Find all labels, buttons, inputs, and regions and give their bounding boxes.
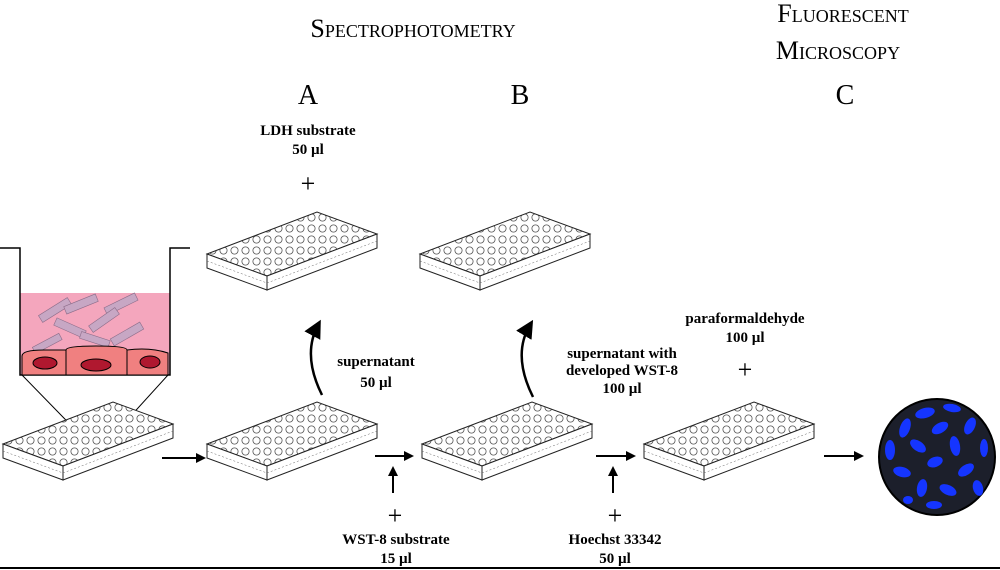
particle xyxy=(109,321,145,347)
particle xyxy=(88,307,120,333)
heading-microscopy: Microscopy xyxy=(776,36,900,65)
hoechst-name: Hoechst 33342 xyxy=(569,532,662,548)
nucleus xyxy=(885,440,895,460)
particle xyxy=(63,293,99,315)
nucleus xyxy=(943,403,961,413)
ldh-substrate-volume: 50 µl xyxy=(292,142,324,158)
culture-insert xyxy=(0,247,190,376)
fixation-plate xyxy=(643,401,815,481)
wst8-readout-plate xyxy=(419,211,591,291)
plus-sign-ldh: + xyxy=(301,169,316,198)
nucleus xyxy=(916,479,928,497)
nucleus xyxy=(972,480,984,496)
supernatant-name: supernatant xyxy=(337,354,415,370)
ldh-substrate-name: LDH substrate xyxy=(260,123,356,139)
curved-arrow-supernatant xyxy=(304,319,324,396)
particle xyxy=(79,331,111,348)
nucleus xyxy=(893,466,911,478)
plus-sign-hoechst: + xyxy=(608,501,623,530)
hoechst-volume: 50 µl xyxy=(599,551,631,567)
particle xyxy=(38,297,72,323)
paraformaldehyde-name: paraformaldehyde xyxy=(685,311,805,327)
column-label-c: C xyxy=(836,80,855,111)
wst8-substrate-name: WST-8 substrate xyxy=(342,532,450,548)
hoechst-plate xyxy=(421,401,593,481)
nucleus xyxy=(903,496,913,504)
stained-nuclei xyxy=(885,403,988,509)
curved-arrow-supernatant-wst8 xyxy=(516,319,535,398)
plus-sign-paraformaldehyde: + xyxy=(738,355,753,384)
supernatant-wst8-line2: developed WST-8 xyxy=(566,363,678,379)
microscopy-dish xyxy=(878,398,996,516)
nucleus xyxy=(980,439,988,457)
nucleus xyxy=(964,417,976,435)
nucleus xyxy=(931,421,949,435)
supernatant-wst8-volume: 100 µl xyxy=(602,381,641,397)
wst8-substrate-volume: 15 µl xyxy=(380,551,412,567)
supernatant-wst8-line1: supernatant with xyxy=(567,346,677,362)
heading-fluorescent: Fluorescent xyxy=(777,0,908,28)
plus-sign-wst8: + xyxy=(388,501,403,530)
nucleus xyxy=(949,436,961,456)
nucleus xyxy=(899,418,911,438)
nucleus xyxy=(958,463,974,477)
supernatant-volume: 50 µl xyxy=(360,375,392,391)
nucleus xyxy=(910,439,926,453)
column-label-b: B xyxy=(511,80,530,111)
nucleus xyxy=(80,358,112,372)
wst8-plate xyxy=(206,401,378,481)
nucleus xyxy=(915,407,935,419)
nucleus xyxy=(139,355,161,369)
cell-layer xyxy=(21,345,169,376)
culture-plate xyxy=(2,401,174,481)
paraformaldehyde-volume: 100 µl xyxy=(725,330,764,346)
nucleus xyxy=(939,484,957,496)
ldh-assay-plate xyxy=(206,211,378,291)
particle-group xyxy=(31,292,145,354)
nucleus xyxy=(927,456,943,468)
heading-spectrophotometry: Spectrophotometry xyxy=(310,14,515,43)
column-label-a: A xyxy=(298,80,319,111)
nucleus xyxy=(926,501,942,509)
nucleus xyxy=(32,356,58,370)
